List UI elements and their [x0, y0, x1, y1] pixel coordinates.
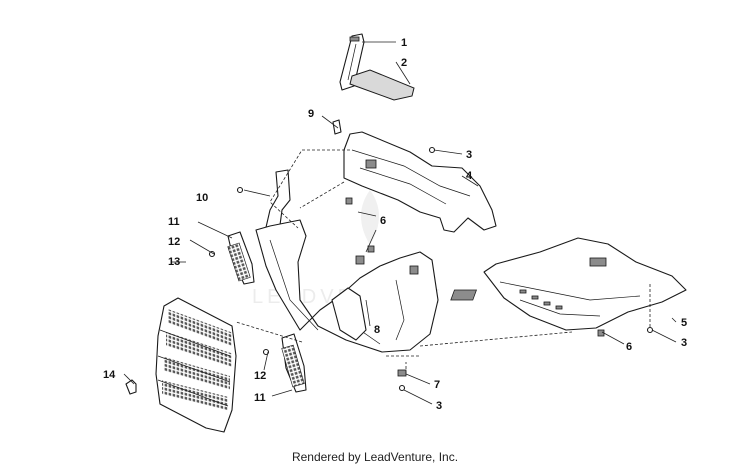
callout-11-upper: 11: [168, 216, 180, 228]
part-upper-fender: [343, 131, 497, 233]
callout-9: 9: [308, 108, 314, 120]
part-grille: [155, 297, 237, 433]
callout-4: 4: [466, 170, 473, 182]
callout-3-upper: 3: [466, 149, 472, 161]
part-vent-upper: [227, 231, 255, 285]
callout-3-lower: 3: [436, 400, 442, 412]
part-vent-lower: [281, 333, 307, 393]
callout-11-lower: 11: [254, 392, 266, 404]
callout-7: 7: [434, 379, 440, 391]
callout-12-upper: 12: [168, 236, 180, 248]
callout-1: 1: [401, 37, 407, 49]
callout-13: 13: [168, 256, 180, 268]
callout-5: 5: [681, 317, 687, 329]
callout-6-lower: 6: [626, 341, 632, 353]
part-strap: [339, 33, 365, 91]
callout-12-lower: 12: [254, 370, 266, 382]
callout-3-right: 3: [681, 337, 687, 349]
leader-lines: [123, 41, 677, 405]
callout-8: 8: [374, 324, 380, 336]
footer-credit: Rendered by LeadVenture, Inc.: [291, 450, 459, 464]
part-inner-panel: [331, 287, 367, 341]
callout-10: 10: [196, 192, 208, 204]
callout-2: 2: [401, 57, 407, 69]
part-skid-plate: [450, 237, 687, 331]
callout-14: 14: [103, 369, 116, 381]
part-front-panel: [255, 219, 439, 353]
callout-6-upper: 6: [380, 215, 386, 227]
callout-labels: 1 2 3 4 6 9 10 11 12 13 14 12 11 8 7 3 6…: [103, 37, 687, 412]
fasteners: [125, 146, 654, 395]
part-pad: [349, 69, 415, 101]
